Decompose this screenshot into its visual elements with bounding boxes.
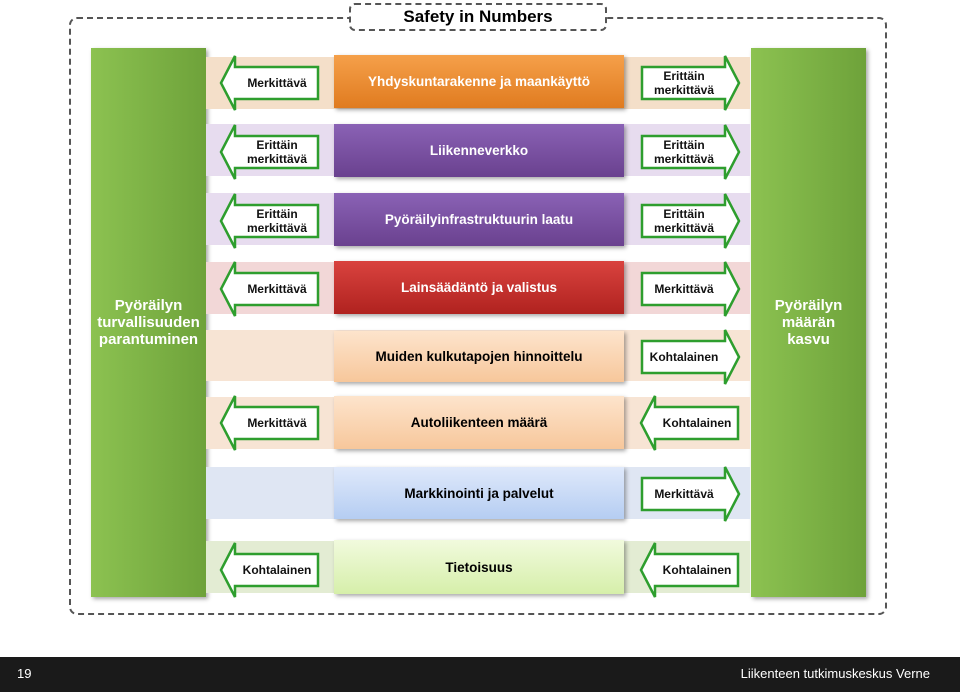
- left-arrow-left-row-4: Merkittävä: [219, 261, 320, 317]
- arrow-right-icon: [640, 124, 741, 180]
- left-arrow-right-row-8: Kohtalainen: [639, 542, 740, 598]
- arrow-label: Merkittävä: [247, 282, 307, 296]
- left-arrow-right-row-6: Kohtalainen: [639, 395, 740, 451]
- right-bar-line: Pyöräilyn: [774, 297, 843, 314]
- right-bar-line: määrän: [781, 314, 836, 331]
- arrow-label: Kohtalainen: [649, 350, 719, 364]
- arrow-label: Merkittävä: [654, 282, 714, 296]
- left-arrow-left-row-1: Merkittävä: [219, 55, 320, 111]
- arrow-label: Erittäin merkittävä: [246, 138, 308, 166]
- arrow-left-icon: [219, 542, 320, 598]
- factor-box-row-3: Pyöräilyinfrastruktuurin laatu: [334, 193, 624, 246]
- factor-box-row-4: Lainsäädäntö ja valistus: [334, 261, 624, 314]
- right-outcome-bar: Pyöräilyn määrän kasvu: [751, 48, 866, 597]
- left-arrow-left-row-6: Merkittävä: [219, 395, 320, 451]
- arrow-right-icon: [640, 466, 741, 522]
- factor-box-row-7: Markkinointi ja palvelut: [334, 467, 624, 519]
- footer-bar: 19 Liikenteen tutkimuskeskus Verne: [0, 657, 960, 692]
- factor-box-row-6: Autoliikenteen määrä: [334, 396, 624, 449]
- right-arrow-right-row-1: Erittäin merkittävä: [640, 55, 741, 111]
- arrow-left-icon: [219, 193, 320, 249]
- arrow-left-icon: [219, 55, 320, 111]
- arrow-right-icon: [640, 55, 741, 111]
- factor-box-row-5: Muiden kulkutapojen hinnoittelu: [334, 331, 624, 382]
- arrow-label: Erittäin merkittävä: [653, 207, 715, 235]
- right-arrow-right-row-4: Merkittävä: [640, 261, 741, 317]
- factor-box-row-2: Liikenneverkko: [334, 124, 624, 177]
- left-arrow-left-row-2: Erittäin merkittävä: [219, 124, 320, 180]
- diagram-title: Safety in Numbers: [349, 3, 607, 31]
- arrow-left-icon: [639, 542, 740, 598]
- arrow-label: Kohtalainen: [242, 563, 312, 577]
- right-arrow-right-row-5: Kohtalainen: [640, 329, 741, 385]
- left-arrow-left-row-3: Erittäin merkittävä: [219, 193, 320, 249]
- footer-organization: Liikenteen tutkimuskeskus Verne: [740, 666, 930, 681]
- arrow-label: Kohtalainen: [662, 416, 732, 430]
- right-arrow-right-row-3: Erittäin merkittävä: [640, 193, 741, 249]
- right-arrow-right-row-2: Erittäin merkittävä: [640, 124, 741, 180]
- factor-box-row-1: Yhdyskuntarakenne ja maankäyttö: [334, 55, 624, 108]
- arrow-left-icon: [219, 395, 320, 451]
- right-arrow-right-row-7: Merkittävä: [640, 466, 741, 522]
- arrow-label: Merkittävä: [247, 416, 307, 430]
- left-bar-line: turvallisuuden: [97, 314, 200, 331]
- page-number: 19: [17, 666, 32, 681]
- arrow-left-icon: [219, 124, 320, 180]
- right-bar-line: kasvu: [787, 331, 830, 348]
- arrow-label: Erittäin merkittävä: [246, 207, 308, 235]
- left-outcome-bar: Pyöräilyn turvallisuuden parantuminen: [91, 48, 206, 597]
- arrow-label: Erittäin merkittävä: [653, 69, 715, 97]
- factor-box-row-8: Tietoisuus: [334, 540, 624, 594]
- arrow-left-icon: [639, 395, 740, 451]
- arrow-left-icon: [219, 261, 320, 317]
- arrow-label: Erittäin merkittävä: [653, 138, 715, 166]
- left-bar-line: parantuminen: [98, 331, 199, 348]
- arrow-right-icon: [640, 261, 741, 317]
- left-bar-line: Pyöräilyn: [114, 297, 183, 314]
- arrow-right-icon: [640, 193, 741, 249]
- arrow-label: Kohtalainen: [662, 563, 732, 577]
- arrow-label: Merkittävä: [247, 76, 307, 90]
- arrow-right-icon: [640, 329, 741, 385]
- arrow-label: Merkittävä: [654, 487, 714, 501]
- left-arrow-left-row-8: Kohtalainen: [219, 542, 320, 598]
